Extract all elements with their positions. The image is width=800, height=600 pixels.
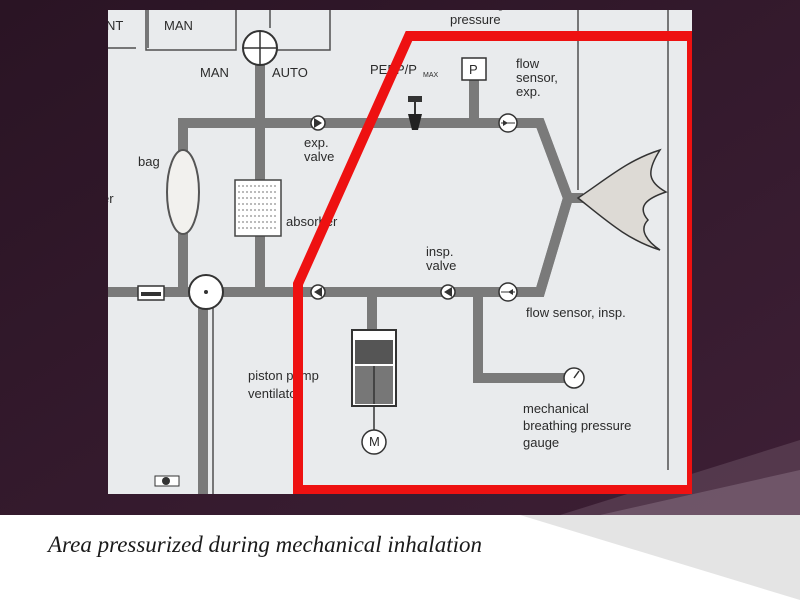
label-exp-valve-1: exp. [304, 135, 329, 150]
label-p-sensor: P [469, 62, 478, 77]
label-flow-sensor-exp-1: flow [516, 56, 540, 71]
patient-lung-shape [576, 148, 668, 251]
label-gauge-3: gauge [523, 435, 559, 450]
label-max-subscript: MAX [423, 72, 439, 79]
label-breathing-pressure-2: pressure [450, 12, 501, 27]
label-motor: M [369, 434, 380, 449]
label-bag: bag [138, 154, 160, 169]
label-insp-valve-1: insp. [426, 244, 453, 259]
label-flow-sensor-insp: flow sensor, insp. [526, 305, 626, 320]
label-gauge-1: mechanical [523, 401, 589, 416]
label-flow-sensor-exp-3: exp. [516, 84, 541, 99]
label-piston-pump-1: piston pump [248, 368, 319, 383]
label-nt: NT [108, 18, 123, 33]
slide-caption: Area pressurized during mechanical inhal… [48, 532, 482, 557]
label-man: MAN [200, 65, 229, 80]
pressurized-area-highlight [293, 31, 692, 494]
peep-valve-icon [408, 96, 422, 130]
anesthesia-circuit-diagram: NT MAN MAN AUTO breathing pressure senso… [108, 10, 692, 494]
label-piston-pump-2: ventilator [248, 386, 301, 401]
label-left-edge: er [108, 191, 114, 206]
label-auto: AUTO [272, 65, 308, 80]
label-flow-sensor-exp-2: sensor, [516, 70, 558, 85]
label-exp-valve-2: valve [304, 149, 334, 164]
label-gauge-2: breathing pressure [523, 418, 631, 433]
label-breathing-pressure-1: breathing [450, 10, 504, 11]
co2-absorber [234, 179, 282, 237]
piston-pump-icon [351, 329, 397, 455]
label-man-top: MAN [164, 18, 193, 33]
label-insp-valve-2: valve [426, 258, 456, 273]
breathing-bag [166, 149, 200, 235]
